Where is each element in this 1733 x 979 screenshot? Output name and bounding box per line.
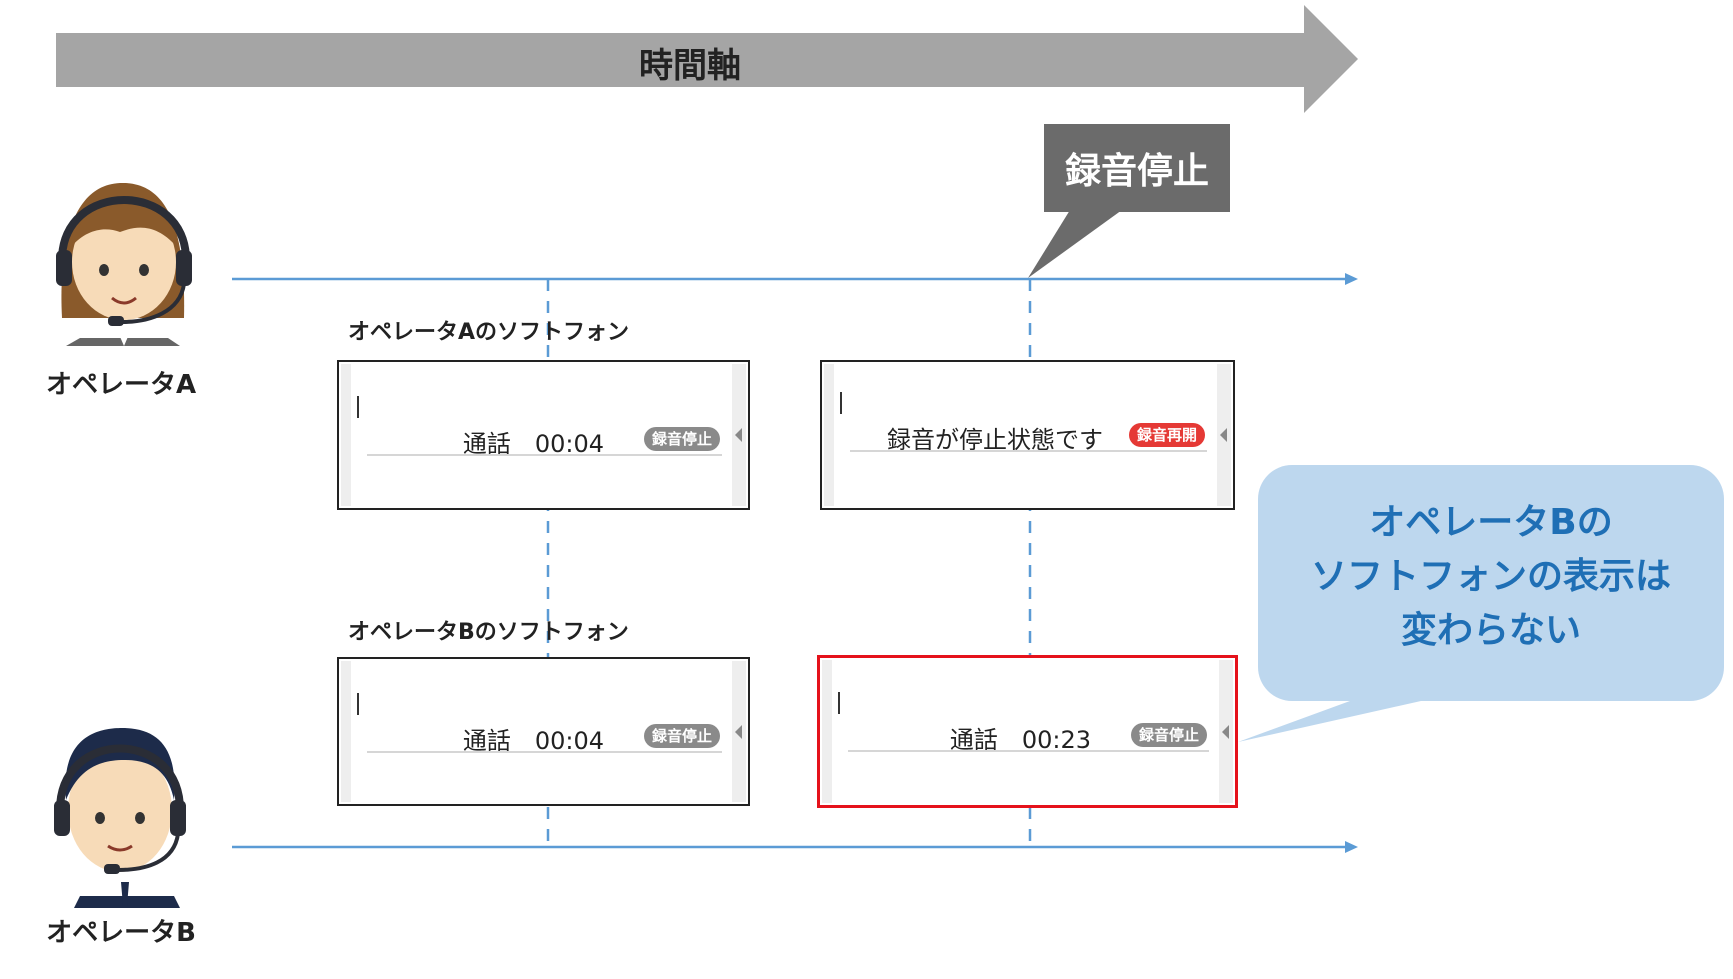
- stop-recording-button[interactable]: 録音停止: [643, 724, 720, 748]
- text-cursor: [840, 392, 842, 414]
- call-status-text: 通話 00:04: [462, 727, 604, 755]
- note-line-2: ソフトフォンの表示は: [1310, 556, 1671, 597]
- operator-b-softphone-caption: オペレータBのソフトフォン: [348, 620, 629, 645]
- operator-a-label: オペレータA: [45, 370, 197, 400]
- collapse-arrow-icon[interactable]: [1222, 724, 1229, 739]
- note-line-1: オペレータBの: [1369, 502, 1613, 543]
- softphone-b-after-highlighted: 通話 00:23 録音停止: [817, 655, 1238, 808]
- stop-recording-button[interactable]: 録音停止: [1130, 723, 1207, 747]
- time-axis-arrow: [56, 5, 1358, 113]
- collapse-arrow-icon[interactable]: [735, 428, 742, 442]
- text-cursor: [357, 396, 359, 418]
- recording-stopped-callout: 録音停止: [1044, 124, 1230, 212]
- text-cursor: [357, 693, 359, 715]
- callout-pointer: [1028, 210, 1122, 278]
- resume-recording-button[interactable]: 録音再開: [1128, 423, 1205, 447]
- note-line-3: 変わらない: [1400, 610, 1581, 651]
- operator-a-avatar: [56, 182, 192, 346]
- operator-b-axis-head: [1345, 841, 1358, 853]
- collapse-arrow-icon[interactable]: [735, 724, 742, 739]
- recording-status-text: 録音が停止状態です: [887, 426, 1103, 454]
- call-status-text: 通話 00:23: [949, 726, 1091, 754]
- softphone-a-before: 通話 00:04 録音停止: [337, 360, 750, 510]
- operator-a-softphone-caption: オペレータAのソフトフォン: [348, 320, 630, 345]
- operator-a-axis-head: [1345, 273, 1358, 285]
- operator-b-label: オペレータB: [46, 918, 196, 948]
- time-axis-label: 時間軸: [639, 46, 741, 86]
- bubble-tail: [1238, 690, 1470, 742]
- note-text: オペレータBの ソフトフォンの表示は 変わらない: [1258, 496, 1724, 658]
- call-status-text: 通話 00:04: [462, 430, 604, 458]
- operator-b-avatar: [54, 728, 186, 908]
- softphone-b-before: 通話 00:04 録音停止: [337, 657, 750, 806]
- note-bubble: [1258, 465, 1724, 701]
- text-cursor: [838, 692, 840, 714]
- collapse-arrow-icon[interactable]: [1220, 428, 1227, 442]
- softphone-a-after: 録音が停止状態です 録音再開: [820, 360, 1235, 510]
- stop-recording-button[interactable]: 録音停止: [643, 427, 720, 451]
